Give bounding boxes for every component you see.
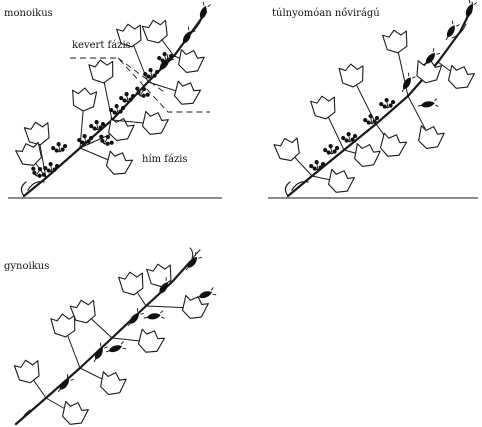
panel-predominantly-female: túlnyomóan nővirágú <box>268 0 478 199</box>
leaf <box>328 168 355 193</box>
tendril <box>21 409 31 421</box>
leaf <box>379 132 408 157</box>
male-flower-cluster <box>143 68 160 79</box>
female-flower <box>157 54 175 73</box>
leaf <box>310 95 336 120</box>
leaf <box>13 359 40 384</box>
male-flower-cluster <box>77 134 94 145</box>
leaf <box>118 271 144 296</box>
male-flower-cluster <box>379 98 396 109</box>
leaf <box>382 29 408 54</box>
tendril <box>469 1 474 13</box>
base-tendril <box>284 181 309 197</box>
leaf <box>273 137 300 162</box>
base-tendril <box>20 181 45 197</box>
male-flower-cluster <box>31 166 46 178</box>
female-flower <box>199 1 211 23</box>
leaves <box>15 19 205 179</box>
female-flower <box>445 20 460 41</box>
leaf <box>69 299 96 324</box>
panel-title: túlnyomóan nővirágú <box>272 8 380 19</box>
leaf <box>418 125 445 150</box>
male-flower-cluster <box>51 142 68 153</box>
female-flower <box>401 72 416 93</box>
leaf <box>354 143 381 168</box>
leaf <box>62 400 89 425</box>
male-flower-cluster <box>43 162 60 173</box>
male-flower-cluster <box>323 144 340 155</box>
leaf <box>182 294 209 319</box>
flowers <box>309 0 477 171</box>
panel-title: monoikus <box>4 8 53 19</box>
panel-gynoikus: gynoikus <box>4 247 217 426</box>
mixed-phase-boundary <box>70 57 210 113</box>
leaf <box>173 80 202 105</box>
female-flower <box>423 48 441 67</box>
female-flower <box>157 277 173 297</box>
male-flower-cluster <box>99 134 114 146</box>
tendril <box>189 17 203 35</box>
leaf <box>23 121 50 146</box>
tendril <box>451 23 467 39</box>
female-flower <box>181 26 196 47</box>
leaf <box>142 110 169 135</box>
female-flower <box>417 98 439 108</box>
female-flower <box>195 287 217 299</box>
female-flower <box>143 310 165 320</box>
male-flower-cluster <box>119 92 136 103</box>
panel-monoikus: monoikus kevert fázis hím fázis <box>4 1 222 199</box>
leaves <box>273 29 475 193</box>
flowers <box>31 1 211 178</box>
tendril <box>189 249 201 263</box>
leaf <box>137 328 166 353</box>
annotation-male-phase: hím fázis <box>142 154 188 165</box>
leaf <box>88 59 114 84</box>
male-flower-cluster <box>341 132 358 143</box>
flowers <box>21 247 217 421</box>
leaf <box>338 63 364 88</box>
tendril <box>189 247 194 259</box>
leaf <box>448 64 475 89</box>
male-flower-cluster <box>109 104 126 115</box>
leaf <box>178 49 205 74</box>
leaf <box>105 150 134 175</box>
male-flower-cluster <box>135 86 150 98</box>
male-flower-cluster <box>309 160 326 171</box>
leaf <box>15 141 42 166</box>
male-flower-cluster <box>363 114 380 125</box>
female-flower <box>127 308 145 327</box>
annotation-mixed-phase: kevert fázis <box>72 40 131 51</box>
leaf <box>116 23 142 48</box>
leaf <box>72 87 98 112</box>
leaves <box>13 263 209 425</box>
male-flower-cluster <box>89 120 106 131</box>
leaf <box>141 19 168 44</box>
female-flower <box>465 0 477 21</box>
main-stem <box>286 10 472 198</box>
leaf <box>108 117 135 142</box>
leaf <box>416 59 443 84</box>
female-flower <box>93 342 108 363</box>
leaf <box>100 371 127 396</box>
leaf <box>50 313 76 338</box>
female-flower <box>105 341 127 353</box>
panel-title: gynoikus <box>4 261 49 272</box>
female-flower <box>57 374 75 393</box>
